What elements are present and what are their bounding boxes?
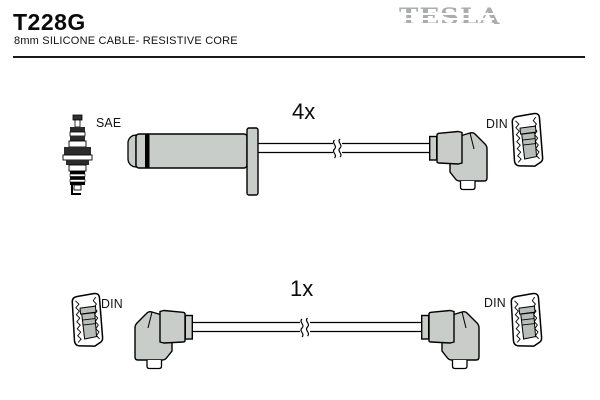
logo-stripe [399,18,494,20]
cable-row2 [193,317,421,338]
din-terminal-icon [510,292,543,348]
subtitle: 8mm SILICONE CABLE- RESISTIVE CORE [14,35,238,47]
cable-break-icon [338,138,342,158]
row2-left-connector-label: DIN [101,296,123,311]
logo-stripe [399,23,494,25]
tesla-logo: TESLA [399,6,499,32]
cable-row1 [258,138,429,159]
row1-diagram [62,112,544,196]
part-number: T228G [13,9,86,35]
row2-right-connector-label: DIN [484,295,506,310]
header-divider [13,56,585,58]
row1-left-connector-label: SAE [96,115,122,130]
row1-quantity-label: 4x [292,99,316,124]
elbow-boot-icon [134,309,194,370]
elbow-boot-icon [429,130,488,191]
elbow-boot-icon [421,309,480,370]
cable-break-icon [300,318,304,338]
spark-plug-icon [62,114,93,195]
din-terminal-icon [71,292,104,348]
row2-quantity-label: 1x [290,276,314,301]
tesla-logo-text: TESLA [399,6,499,28]
row2-diagram [71,292,543,370]
logo-stripe [399,13,494,15]
row1-right-connector-label: DIN [486,116,508,131]
din-terminal-icon [511,112,544,168]
straight-boot-icon [127,127,259,196]
cable-break-icon [305,317,310,337]
cable-break-icon [332,139,337,159]
